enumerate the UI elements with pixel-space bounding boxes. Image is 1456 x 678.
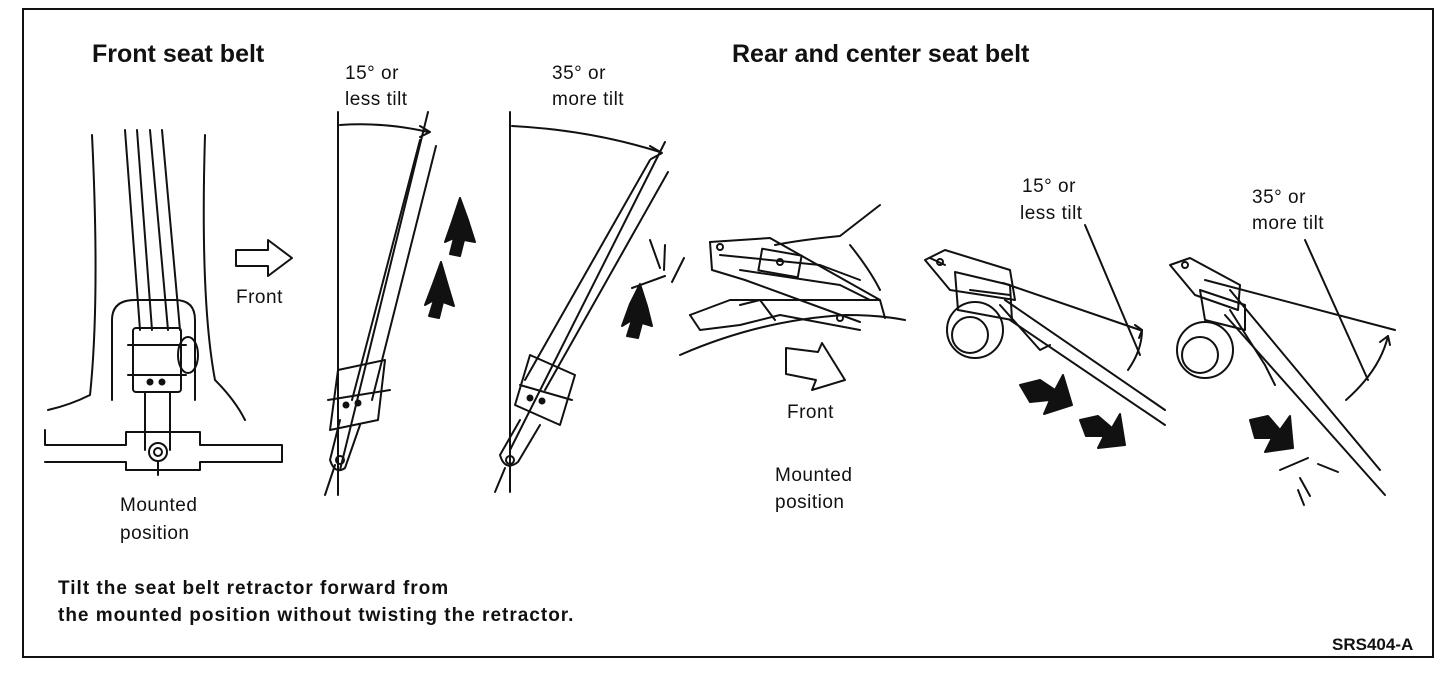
tilt-arrow-black xyxy=(444,197,476,257)
tilt-arrow-black xyxy=(621,283,653,339)
rear-direction-label: Front xyxy=(787,402,834,423)
figure-code: SRS404-A xyxy=(1332,635,1414,654)
rear-tilt-35-label-line2: more tilt xyxy=(1252,213,1325,234)
rear-seat-belt-heading: Rear and center seat belt xyxy=(732,40,1030,68)
front-pillar-illustration xyxy=(44,129,283,476)
tilt-arrow-black xyxy=(1249,415,1294,453)
front-direction-arrow xyxy=(235,239,293,277)
tilt-15-label-line1: 15° or xyxy=(345,63,399,84)
tilt-arrow-black xyxy=(1019,374,1073,415)
front-mounted-label-line1: Mounted xyxy=(120,495,198,516)
rear-mounted-label-line2: position xyxy=(775,492,845,513)
figure-border xyxy=(22,8,1434,658)
tilt-35-label-line2: more tilt xyxy=(552,89,625,110)
rear-tilt-35-label-line1: 35° or xyxy=(1252,187,1306,208)
rear-mounted-label-line1: Mounted xyxy=(775,465,853,486)
tilt-arrow-black xyxy=(1079,413,1126,449)
front-tilt-35-illustration xyxy=(494,111,669,493)
instruction-note-line1: Tilt the seat belt retractor forward fro… xyxy=(58,578,450,599)
front-mounted-label-line2: position xyxy=(120,523,190,544)
front-direction-label: Front xyxy=(236,287,283,308)
front-seat-belt-heading: Front seat belt xyxy=(92,40,265,68)
rear-tilt-15-label-line1: 15° or xyxy=(1022,176,1076,197)
rear-tilt-15-label-line2: less tilt xyxy=(1020,203,1083,224)
rear-tilt-35-illustration xyxy=(1169,239,1396,496)
instruction-note-line2: the mounted position without twisting th… xyxy=(58,605,575,626)
front-tilt-15-illustration xyxy=(324,111,437,496)
rear-mounted-illustration xyxy=(679,204,906,356)
lock-click-mark xyxy=(631,239,685,289)
tilt-35-label-line1: 35° or xyxy=(552,63,606,84)
tilt-arrow-black xyxy=(424,261,455,319)
rear-tilt-15-illustration xyxy=(924,224,1166,426)
tilt-15-label-line2: less tilt xyxy=(345,89,408,110)
lock-click-mark xyxy=(1279,457,1339,506)
rear-front-direction-arrow xyxy=(785,342,846,391)
